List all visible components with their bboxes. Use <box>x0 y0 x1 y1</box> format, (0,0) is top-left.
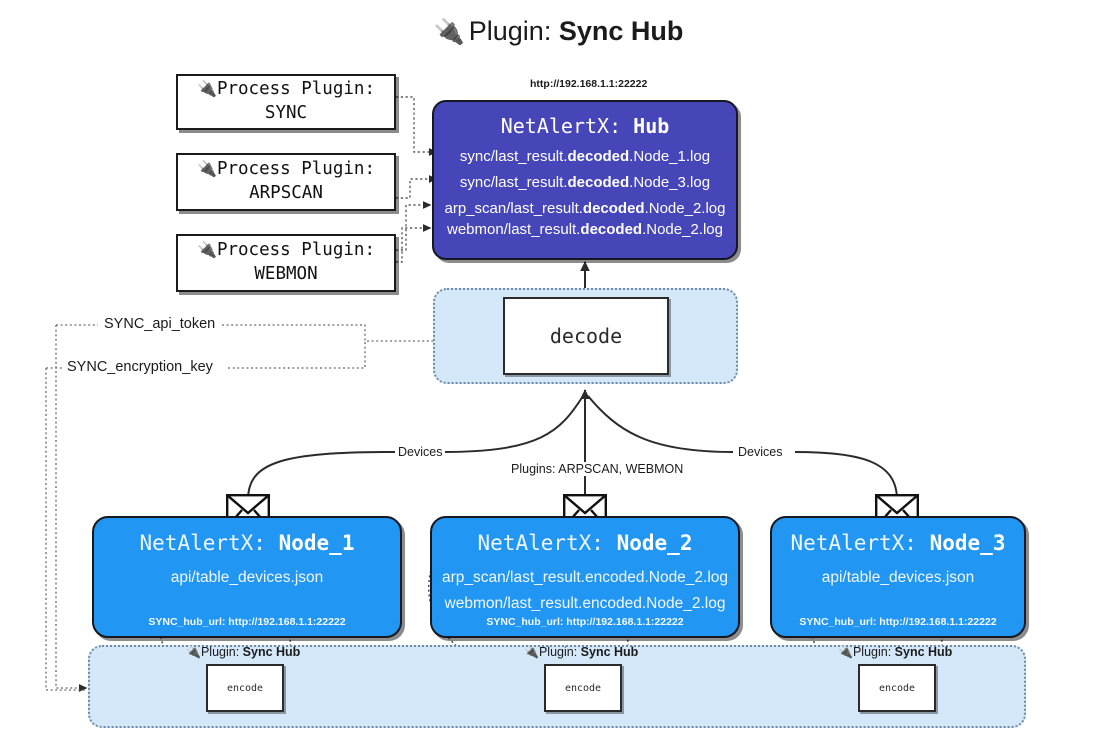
encode-plugin-tag-2: 🔌Plugin: Sync Hub <box>524 645 638 659</box>
process-plugin-name: WEBMON <box>254 264 318 284</box>
encode-plugin-name: Sync Hub <box>894 645 953 659</box>
process-plugin-webmon[interactable]: 🔌Process Plugin: WEBMON <box>176 234 396 292</box>
hub-log-line: arp_scan/last_result.decoded.Node_2.log <box>445 201 726 216</box>
edge-label-devices-left: Devices <box>395 445 446 459</box>
encode-box-2[interactable]: encode <box>544 664 622 712</box>
log-mid: decoded <box>580 221 643 238</box>
sync-api-token-label: SYNC_api_token <box>101 316 219 332</box>
plug-icon: 🔌 <box>524 645 539 659</box>
page-title-name: Sync Hub <box>558 16 684 46</box>
log-mid: decoded <box>567 148 630 165</box>
hub-title-name: Hub <box>633 114 670 138</box>
hub-title: NetAlertX: Hub <box>501 114 670 138</box>
node-line: webmon/last_result.encoded.Node_2.log <box>444 595 726 612</box>
node-title-name: Node_1 <box>278 531 355 555</box>
hub-title-prefix: NetAlertX: <box>500 114 622 138</box>
log-post: .Node_3.log <box>629 174 711 191</box>
node-title-prefix: NetAlertX: <box>139 531 266 555</box>
node-3[interactable]: NetAlertX: Node_3 api/table_devices.json… <box>770 516 1026 638</box>
plug-icon: 🔌 <box>197 79 217 99</box>
node-line: api/table_devices.json <box>821 569 975 586</box>
process-plugin-name: ARPSCAN <box>249 183 323 203</box>
process-plugin-label: Process Plugin: <box>216 159 375 180</box>
encode-plugin-prefix: Plugin: <box>538 645 578 659</box>
page-title-prefix: Plugin: <box>468 16 552 46</box>
process-plugin-sync[interactable]: 🔌Process Plugin: SYNC <box>176 74 396 130</box>
encode-label: encode <box>564 682 602 694</box>
hub-node[interactable]: NetAlertX: Hub sync/last_result.decoded.… <box>432 100 738 260</box>
edge-label-devices-right: Devices <box>735 445 786 459</box>
log-pre: sync/last_result. <box>459 148 568 165</box>
hub-log-line: webmon/last_result.decoded.Node_2.log <box>447 222 723 237</box>
encode-plugin-prefix: Plugin: <box>852 645 892 659</box>
process-plugin-label: Process Plugin: <box>216 240 375 261</box>
encode-label: encode <box>878 682 916 694</box>
plug-icon: 🔌 <box>197 240 217 260</box>
log-pre: webmon/last_result. <box>447 221 581 238</box>
encode-box-1[interactable]: encode <box>206 664 284 712</box>
encode-plugin-prefix: Plugin: <box>200 645 240 659</box>
node-title-name: Node_2 <box>616 531 693 555</box>
process-plugin-arpscan[interactable]: 🔌Process Plugin: ARPSCAN <box>176 153 396 211</box>
log-post: .Node_2.log <box>644 200 726 217</box>
plug-icon: 🔌 <box>838 645 853 659</box>
log-pre: sync/last_result. <box>459 174 568 191</box>
node-line: api/table_devices.json <box>170 569 324 586</box>
log-post: .Node_1.log <box>629 148 711 165</box>
edge-label-plugins: Plugins: ARPSCAN, WEBMON <box>508 462 687 476</box>
node-2[interactable]: NetAlertX: Node_2 arp_scan/last_result.e… <box>430 516 740 638</box>
encode-plugin-tag-3: 🔌Plugin: Sync Hub <box>838 645 952 659</box>
hub-address: http://192.168.1.1:22222 <box>530 78 648 90</box>
node-title: NetAlertX: Node_1 <box>140 531 355 555</box>
hub-log-line: sync/last_result.decoded.Node_3.log <box>460 175 710 190</box>
node-title: NetAlertX: Node_2 <box>478 531 693 555</box>
node-title-prefix: NetAlertX: <box>477 531 604 555</box>
log-mid: decoded <box>582 200 645 217</box>
log-post: .Node_2.log <box>642 221 723 238</box>
encode-plugin-name: Sync Hub <box>242 645 301 659</box>
decode-label: decode <box>549 324 623 348</box>
encode-plugin-tag-1: 🔌Plugin: Sync Hub <box>186 645 300 659</box>
decode-box[interactable]: decode <box>503 297 669 375</box>
encode-box-3[interactable]: encode <box>858 664 936 712</box>
encode-plugin-name: Sync Hub <box>580 645 639 659</box>
plug-icon: 🔌 <box>197 159 217 179</box>
node-title: NetAlertX: Node_3 <box>791 531 1006 555</box>
log-pre: arp_scan/last_result. <box>444 200 583 217</box>
node-title-name: Node_3 <box>929 531 1006 555</box>
node-footer: SYNC_hub_url: http://192.168.1.1:22222 <box>799 616 997 628</box>
node-footer: SYNC_hub_url: http://192.168.1.1:22222 <box>148 616 346 628</box>
plug-icon: 🔌 <box>433 18 465 46</box>
process-plugin-label: Process Plugin: <box>216 79 375 100</box>
page-title: 🔌Plugin: Sync Hub <box>0 16 1117 47</box>
plug-icon: 🔌 <box>186 645 201 659</box>
sync-encryption-key-label: SYNC_encryption_key <box>64 359 216 375</box>
node-1[interactable]: NetAlertX: Node_1 api/table_devices.json… <box>92 516 402 638</box>
node-line: arp_scan/last_result.encoded.Node_2.log <box>441 569 729 586</box>
log-mid: decoded <box>567 174 630 191</box>
process-plugin-name: SYNC <box>264 103 308 123</box>
node-title-prefix: NetAlertX: <box>790 531 917 555</box>
hub-log-line: sync/last_result.decoded.Node_1.log <box>460 149 710 164</box>
node-footer: SYNC_hub_url: http://192.168.1.1:22222 <box>486 616 684 628</box>
encode-label: encode <box>226 682 264 694</box>
